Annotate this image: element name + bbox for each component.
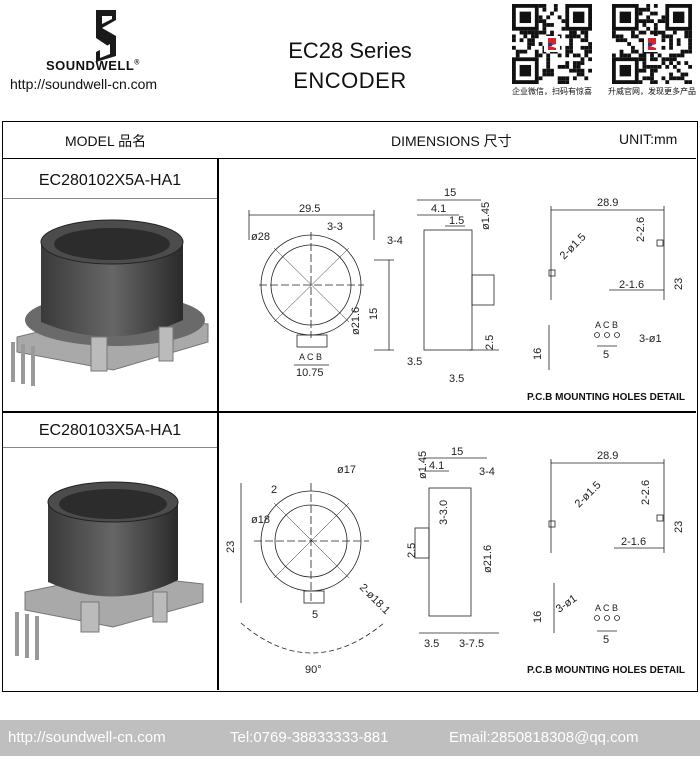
product-drawing-1: 29.5 3-3 ø28 ø21.6 15 3.5 A C B 10.75 15… [219, 160, 696, 410]
dim-label: 5 [603, 634, 609, 646]
dim-label: ø21.6 [350, 307, 362, 335]
website-qr-code [612, 4, 692, 84]
soundwell-logo [96, 10, 116, 62]
dim-label: ø28 [251, 231, 270, 243]
dim-label: 15 [451, 446, 463, 458]
series-title: EC28 Series [288, 38, 412, 63]
dim-label: ø1.45 [417, 451, 429, 479]
dim-label: 4.1 [429, 460, 444, 472]
dim-label: 23 [225, 541, 237, 553]
dim-label: ø17 [337, 464, 356, 476]
footer-website-link[interactable]: http://soundwell-cn.com [8, 729, 166, 746]
dim-label: 2 [271, 484, 277, 496]
dim-label: 28.9 [597, 197, 618, 209]
pcb-caption-2: P.C.B MOUNTING HOLES DETAIL [527, 665, 685, 676]
dim-label: 5 [603, 349, 609, 361]
dim-label: 3-3.0 [438, 500, 450, 525]
dim-label: 2-ø1.5 [573, 479, 604, 510]
dim-label: 2-2.6 [640, 480, 652, 505]
pcb-caption-1: P.C.B MOUNTING HOLES DETAIL [527, 392, 685, 403]
dim-label: 2-1.6 [621, 536, 646, 548]
dim-label: 3.5 [424, 638, 439, 650]
dim-label: 5 [312, 609, 318, 621]
dim-label: 10.75 [296, 367, 324, 379]
dim-label: ø18 [251, 514, 270, 526]
unit-label: UNIT:mm [619, 131, 678, 147]
dim-label: 29.5 [299, 203, 320, 215]
dim-label: 3-7.5 [459, 638, 484, 650]
dim-label: 4.1 [431, 203, 446, 215]
wechat-qr-code [512, 4, 592, 84]
header-website[interactable]: http://soundwell-cn.com [10, 76, 158, 92]
model-underline [3, 198, 217, 199]
product-photo-2 [3, 452, 217, 688]
dim-label: 3-ø1 [639, 333, 662, 345]
dim-label: 3.5 [449, 373, 464, 385]
dim-label: 23 [673, 521, 685, 533]
dim-label: 2-ø1.5 [558, 231, 589, 262]
brand-name: SOUNDWELL® [46, 58, 140, 73]
dim-label: 3-3 [327, 221, 343, 233]
dim-label: 3-4 [387, 235, 403, 247]
dimension-drawing-2: ø17 2 ø18 23 2-ø18.1 5 90° ø1.45 15 4.1 … [225, 446, 685, 676]
qr-caption-website: 升威官网，发现更多产品 [608, 87, 696, 96]
product-model-2: EC280103X5A-HA1 [38, 422, 182, 439]
dim-label: 23 [673, 278, 685, 290]
spec-table: MODEL 品名 DIMENSIONS 尺寸 UNIT:mm EC280102X… [2, 121, 698, 692]
footer-telephone: Tel:0769-38833333-881 [230, 729, 389, 746]
dim-label: ø21.6 [482, 545, 494, 573]
product-photo-1 [3, 202, 217, 408]
dimensions-column-header: DIMENSIONS 尺寸 [391, 133, 512, 149]
page-header: SOUNDWELL® http://soundwell-cn.com EC28 … [0, 0, 700, 116]
encoder-photo-icon [11, 219, 209, 386]
product-model-1: EC280102X5A-HA1 [38, 172, 182, 189]
dim-label: 15 [444, 187, 456, 199]
model-column-header: MODEL 品名 [65, 133, 147, 149]
dim-label: 3-4 [479, 466, 495, 478]
footer-email[interactable]: Email:2850818308@qq.com [449, 729, 639, 746]
dim-label: 2-1.6 [619, 279, 644, 291]
dim-label: 3-ø1 [554, 593, 579, 616]
page-footer: http://soundwell-cn.com Tel:0769-3883333… [0, 720, 700, 756]
dim-label: 90° [305, 664, 322, 676]
column-divider [217, 159, 219, 690]
product-drawing-2: ø17 2 ø18 23 2-ø18.1 5 90° ø1.45 15 4.1 … [219, 413, 696, 690]
dim-label: 16 [532, 348, 544, 360]
dim-label: 16 [532, 611, 544, 623]
dim-label: 2-2.6 [635, 217, 647, 242]
dim-label: A C B [595, 603, 618, 613]
series-subtitle: ENCODER [293, 68, 407, 93]
dim-label: A C B [299, 352, 322, 362]
model-underline [3, 447, 217, 448]
dim-label: 2.5 [484, 335, 496, 350]
dim-label: ø1.45 [480, 202, 492, 230]
dimension-drawing-1: 29.5 3-3 ø28 ø21.6 15 3.5 A C B 10.75 15… [248, 187, 685, 385]
dim-label: 2.5 [406, 543, 418, 558]
dim-label: 2-ø18.1 [357, 582, 392, 617]
table-header-row: MODEL 品名 DIMENSIONS 尺寸 UNIT:mm [3, 122, 696, 159]
row-divider [3, 411, 696, 413]
dim-label: 1.5 [449, 215, 464, 227]
qr-caption-wechat: 企业微信，扫码有惊喜 [512, 87, 592, 96]
dim-label: 15 [368, 308, 380, 320]
dim-label: 3.5 [407, 356, 422, 368]
dim-label: A C B [595, 320, 618, 330]
dim-label: 28.9 [597, 450, 618, 462]
encoder-photo-icon [15, 481, 204, 660]
